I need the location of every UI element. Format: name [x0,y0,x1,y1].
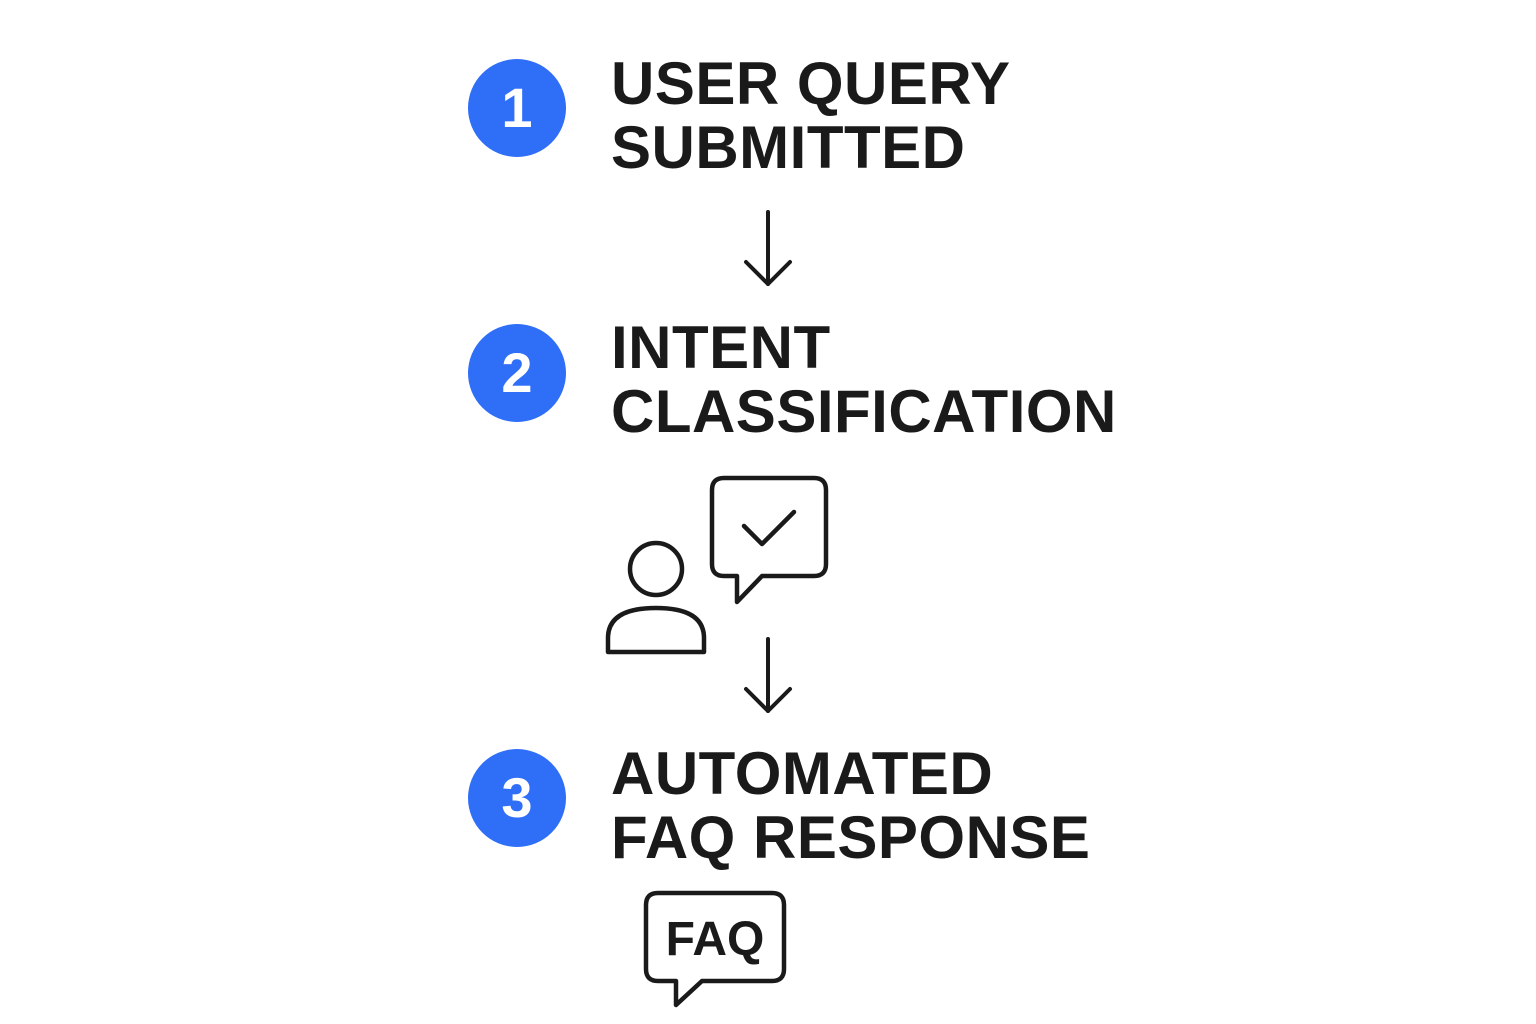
step-3-title: AUTOMATED FAQ RESPONSE [611,742,1090,870]
faq-icon-label: FAQ [666,913,765,966]
arrow-down-icon [744,637,792,713]
person-head-shape [627,540,685,598]
step-3-title-line-1: AUTOMATED [611,740,994,807]
user-with-check-bubble-icon [605,475,829,655]
arrow-down-icon [744,210,792,286]
step-1-title-line-1: USER QUERY [611,50,1011,117]
check-speech-bubble-shape [709,475,829,605]
step-2-title-line-1: INTENT [611,314,831,381]
step-1-number-badge: 1 [468,59,566,157]
faq-bubble-shape [643,890,787,1008]
person-body-shape [605,605,707,655]
step-1-title-line-2: SUBMITTED [611,114,966,181]
step-2-title-line-2: CLASSIFICATION [611,378,1117,445]
step-2-title: INTENT CLASSIFICATION [611,316,1117,444]
step-3-number-badge: 3 [468,749,566,847]
faq-speech-bubble-icon: FAQ [643,890,787,1008]
step-1-title: USER QUERY SUBMITTED [611,52,1011,180]
check-mark-icon [741,509,797,547]
step-2-number-badge: 2 [468,324,566,422]
step-3-title-line-2: FAQ RESPONSE [611,804,1091,871]
